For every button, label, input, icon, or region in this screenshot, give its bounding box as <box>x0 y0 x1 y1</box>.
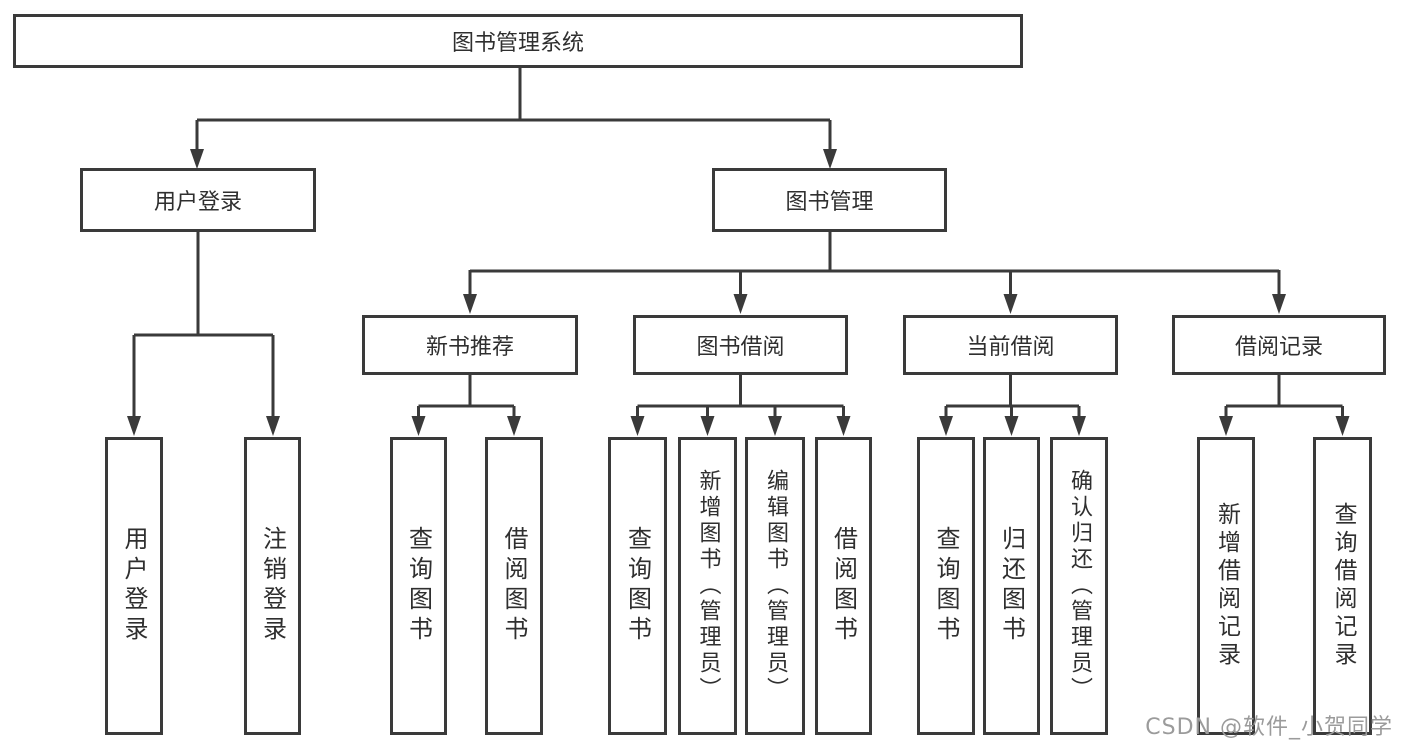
leaf-query-books-recommend: 查询图书 <box>390 437 447 735</box>
node-user-login: 用户登录 <box>80 168 316 232</box>
leaf-add-books-admin: 新增图书（管理员） <box>678 437 737 735</box>
leaf-edit-books-admin: 编辑图书（管理员） <box>745 437 805 735</box>
leaf-query-books-borrow: 查询图书 <box>608 437 667 735</box>
leaf-add-borrow-record: 新增借阅记录 <box>1197 437 1255 735</box>
leaf-borrow-books-recommend: 借阅图书 <box>485 437 543 735</box>
node-book-borrowing: 图书借阅 <box>633 315 848 375</box>
leaf-return-books: 归还图书 <box>983 437 1040 735</box>
node-borrowing-records: 借阅记录 <box>1172 315 1386 375</box>
arrowheads <box>127 149 1350 436</box>
leaf-query-books-current: 查询图书 <box>917 437 975 735</box>
node-book-management: 图书管理 <box>712 168 947 232</box>
leaf-confirm-return-admin: 确认归还（管理员） <box>1050 437 1108 735</box>
leaf-user-login: 用户登录 <box>105 437 163 735</box>
leaf-query-borrow-record: 查询借阅记录 <box>1313 437 1372 735</box>
node-library-management-system: 图书管理系统 <box>13 14 1023 68</box>
leaf-borrow-books: 借阅图书 <box>815 437 872 735</box>
leaf-logout: 注销登录 <box>244 437 301 735</box>
node-current-borrowing: 当前借阅 <box>903 315 1118 375</box>
csdn-watermark: CSDN @软件_小贺同学 <box>1145 715 1393 740</box>
node-new-book-recommend: 新书推荐 <box>362 315 578 375</box>
